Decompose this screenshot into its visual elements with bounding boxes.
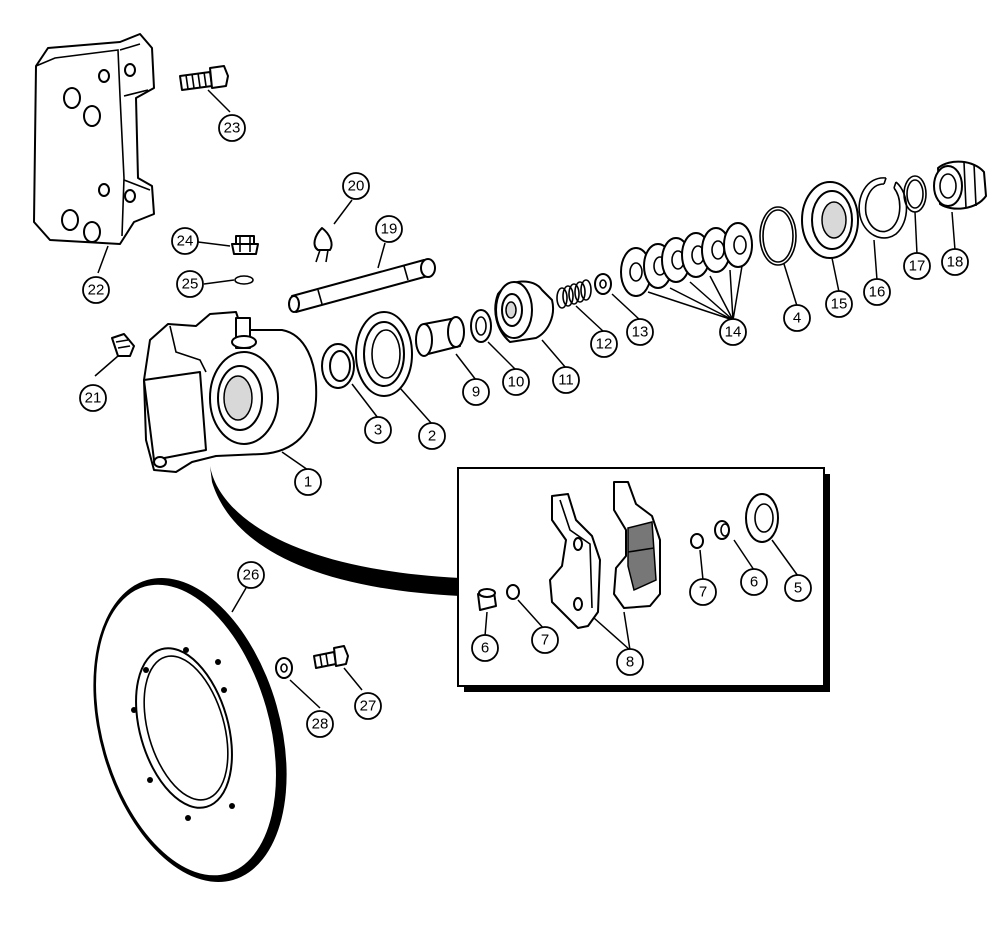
- callout-15: 15: [825, 290, 853, 318]
- part-6-bushing-right: [714, 520, 730, 540]
- callout-9: 9: [462, 378, 490, 406]
- callout-7-left: 7: [531, 626, 559, 654]
- part-22-mounting-bracket: [33, 33, 155, 245]
- part-20-cotter-pin: [313, 227, 333, 263]
- part-3-piston-seal: [321, 343, 355, 389]
- callout-3-label: 3: [374, 422, 382, 439]
- callout-23: 23: [218, 114, 246, 142]
- callout-28-label: 28: [312, 716, 329, 733]
- part-8-brake-pad-lining: [613, 481, 661, 609]
- callout-25: 25: [176, 270, 204, 298]
- part-19-guide-pin: [288, 258, 436, 313]
- part-7-pin-left: [506, 584, 520, 600]
- callout-22-label: 22: [88, 282, 105, 299]
- part-21-bleed-screw: [111, 333, 135, 357]
- brake-pad-inset: [457, 467, 830, 692]
- part-1-caliper-body: [143, 311, 318, 473]
- callout-6-right-label: 6: [750, 574, 758, 591]
- part-24-bleeder-fitting: [231, 235, 259, 255]
- callout-14-label: 14: [725, 324, 742, 341]
- callout-5-label: 5: [794, 580, 802, 597]
- callout-7-right-label: 7: [699, 584, 707, 601]
- callout-22: 22: [82, 276, 110, 304]
- callout-13: 13: [626, 318, 654, 346]
- callout-17: 17: [903, 252, 931, 280]
- callout-7-right: 7: [689, 578, 717, 606]
- part-12-spring: [556, 279, 592, 309]
- part-4-o-ring: [759, 206, 797, 266]
- callout-27: 27: [354, 692, 382, 720]
- callout-10-label: 10: [508, 374, 525, 391]
- callout-24-label: 24: [177, 233, 194, 250]
- callout-11-label: 11: [558, 372, 574, 389]
- part-18-adjuster-knob: [933, 160, 987, 210]
- callout-19-label: 19: [381, 221, 398, 238]
- callout-11: 11: [552, 366, 580, 394]
- callout-6-right: 6: [740, 568, 768, 596]
- callout-20: 20: [342, 172, 370, 200]
- callout-23-label: 23: [224, 120, 241, 137]
- callout-18: 18: [941, 248, 969, 276]
- part-7-pin-right: [690, 533, 704, 549]
- callout-13-label: 13: [632, 324, 649, 341]
- part-13-nut: [594, 273, 612, 295]
- leader-lines: [94, 89, 956, 709]
- part-14-spring-washers: [620, 222, 753, 297]
- callout-2-label: 2: [428, 428, 436, 445]
- part-15-cap: [801, 181, 859, 259]
- callout-20-label: 20: [348, 178, 365, 195]
- callout-26: 26: [237, 561, 265, 589]
- part-16-snap-ring: [858, 177, 908, 239]
- callout-24: 24: [171, 227, 199, 255]
- callout-1: 1: [294, 468, 322, 496]
- callout-4: 4: [783, 304, 811, 332]
- callout-14: 14: [719, 318, 747, 346]
- callout-6-left: 6: [471, 634, 499, 662]
- part-27-disc-bolt: [313, 645, 349, 669]
- callout-5: 5: [784, 574, 812, 602]
- part-8-brake-pad-backing: [549, 493, 601, 629]
- callout-19: 19: [375, 215, 403, 243]
- callout-18-label: 18: [947, 254, 964, 271]
- callout-2: 2: [418, 422, 446, 450]
- part-17-ring: [903, 175, 927, 213]
- callout-16-label: 16: [869, 284, 886, 301]
- part-10-washer: [470, 309, 492, 343]
- callout-6-left-label: 6: [481, 640, 489, 657]
- part-25-o-ring: [234, 275, 254, 285]
- callout-25-label: 25: [182, 276, 199, 293]
- part-2-dust-boot: [355, 311, 413, 397]
- callout-1-label: 1: [304, 474, 312, 491]
- callout-27-label: 27: [360, 698, 377, 715]
- callout-8: 8: [616, 648, 644, 676]
- part-5-seal: [745, 493, 779, 543]
- part-23-bolt: [179, 65, 229, 91]
- part-9-piston: [415, 316, 465, 357]
- part-26-brake-disc: [93, 578, 287, 882]
- callout-15-label: 15: [831, 296, 848, 313]
- callout-7-left-label: 7: [541, 632, 549, 649]
- callout-12: 12: [590, 330, 618, 358]
- callout-4-label: 4: [793, 310, 801, 327]
- inset-connector-band: [210, 466, 460, 596]
- callout-12-label: 12: [596, 336, 613, 353]
- callout-17-label: 17: [909, 258, 926, 275]
- callout-10: 10: [502, 368, 530, 396]
- callout-8-label: 8: [626, 654, 634, 671]
- callout-16: 16: [863, 278, 891, 306]
- part-11-adjuster-housing: [494, 280, 554, 343]
- callout-26-label: 26: [243, 567, 260, 584]
- callout-21: 21: [79, 384, 107, 412]
- part-6-bushing-left: [477, 588, 497, 611]
- callout-3: 3: [364, 416, 392, 444]
- part-28-washer: [275, 657, 293, 679]
- callout-28: 28: [306, 710, 334, 738]
- callout-21-label: 21: [85, 390, 102, 407]
- callout-9-label: 9: [472, 384, 480, 401]
